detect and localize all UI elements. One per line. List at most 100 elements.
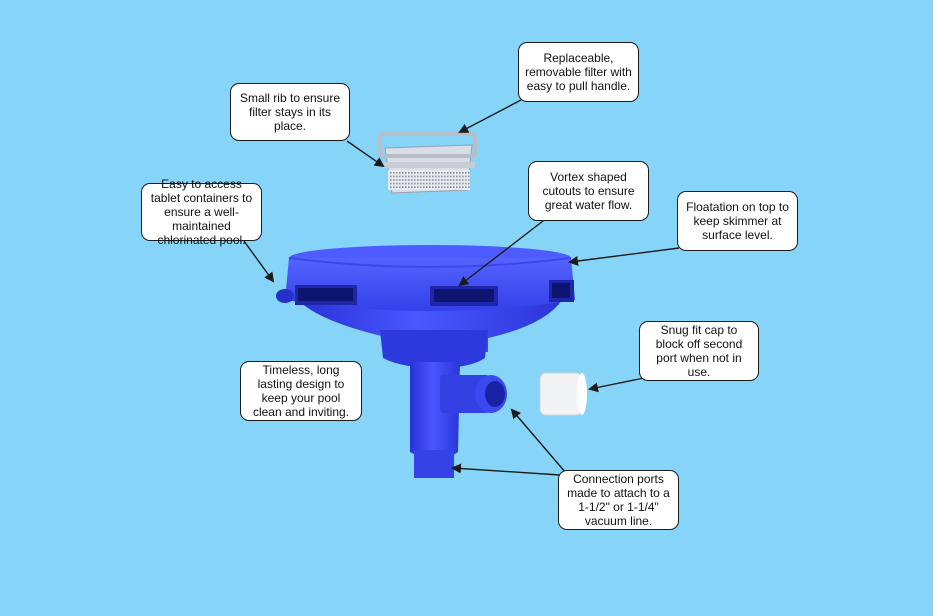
port-cap — [539, 372, 587, 416]
mesh-dot — [450, 175, 452, 178]
mesh-dot — [447, 175, 449, 178]
mesh-dot — [396, 172, 398, 174]
callout-rib-text: Small rib to ensure filter stays in its … — [239, 91, 341, 133]
mesh-dot — [465, 186, 467, 188]
mesh-dot — [405, 175, 407, 178]
mesh-dot — [468, 186, 470, 188]
mesh-dot — [396, 179, 398, 181]
mesh-dot — [408, 172, 410, 174]
mesh-dot — [441, 172, 443, 174]
mesh-dot — [405, 182, 407, 185]
mesh-dot — [468, 175, 470, 178]
callout-ports: Connection ports made to attach to a 1-1… — [558, 470, 679, 530]
filter-mesh — [388, 170, 470, 190]
callout-filter-text: Replaceable, removable filter with easy … — [525, 51, 632, 93]
mesh-dot — [465, 172, 467, 174]
mesh-dot — [423, 175, 425, 178]
mesh-dot — [453, 179, 455, 181]
vortex-cutouts — [295, 280, 574, 306]
mesh-dot — [444, 179, 446, 181]
mesh-dot — [432, 179, 434, 181]
mesh-dot — [459, 186, 461, 188]
mesh-dot — [468, 179, 470, 181]
mesh-dot — [396, 175, 398, 178]
callout-tablet-text: Easy to access tablet containers to ensu… — [150, 177, 253, 247]
arrow-filter — [458, 99, 522, 133]
mesh-dot — [417, 172, 419, 174]
mesh-dot — [393, 182, 395, 185]
mesh-dot — [429, 179, 431, 181]
arrow-floatation — [568, 247, 680, 266]
arrow-vortex — [458, 220, 544, 287]
mesh-dot — [402, 182, 404, 185]
mesh-dot — [405, 186, 407, 188]
callout-filter: Replaceable, removable filter with easy … — [518, 42, 639, 102]
mesh-dot — [402, 186, 404, 188]
mesh-dot — [432, 186, 434, 188]
mesh-dot — [405, 179, 407, 181]
mesh-dot — [456, 175, 458, 178]
mesh-dot — [411, 182, 413, 185]
mesh-dot — [462, 182, 464, 185]
mesh-dot — [462, 175, 464, 178]
mesh-dot — [459, 172, 461, 174]
mesh-dot — [462, 172, 464, 174]
mesh-dot — [462, 186, 464, 188]
mesh-dot — [417, 175, 419, 178]
mesh-dot — [390, 172, 392, 174]
filter-rib — [383, 162, 475, 168]
mesh-dot — [411, 175, 413, 178]
arrow-tablet — [243, 240, 275, 283]
mesh-dot — [444, 182, 446, 185]
callout-tablet: Easy to access tablet containers to ensu… — [141, 177, 262, 247]
mesh-dot — [393, 175, 395, 178]
mesh-dot — [414, 179, 416, 181]
mesh-dot — [429, 186, 431, 188]
mesh-dot — [447, 179, 449, 181]
mesh-dot — [402, 175, 404, 178]
filter-basket — [378, 132, 477, 194]
mesh-dot — [459, 182, 461, 185]
mesh-dot — [456, 186, 458, 188]
mesh-dot — [423, 172, 425, 174]
mesh-dot — [417, 179, 419, 181]
callout-vortex: Vortex shaped cutouts to ensure great wa… — [528, 161, 649, 221]
mesh-dot — [426, 175, 428, 178]
mesh-dot — [435, 186, 437, 188]
callout-arrows — [243, 99, 680, 476]
mesh-dot — [420, 175, 422, 178]
mesh-dot — [423, 186, 425, 188]
mesh-dot — [426, 186, 428, 188]
mesh-dot — [438, 179, 440, 181]
mesh-dot — [468, 182, 470, 185]
mesh-dot — [432, 172, 434, 174]
mesh-dot — [459, 179, 461, 181]
mesh-dot — [408, 186, 410, 188]
mesh-dot — [411, 179, 413, 181]
arrow-ports-2 — [510, 408, 567, 474]
mesh-dot — [414, 175, 416, 178]
mesh-dot — [420, 179, 422, 181]
mesh-dot — [429, 182, 431, 185]
mesh-dot — [438, 182, 440, 185]
arrow-cap — [588, 377, 645, 393]
arrow-rib — [346, 140, 385, 168]
mesh-dot — [450, 179, 452, 181]
callout-rib: Small rib to ensure filter stays in its … — [230, 83, 350, 141]
mesh-dot — [417, 186, 419, 188]
mesh-dot — [462, 179, 464, 181]
mesh-dot — [447, 172, 449, 174]
mesh-dot — [429, 175, 431, 178]
mesh-dot — [450, 172, 452, 174]
mesh-dot — [435, 172, 437, 174]
mesh-dot — [399, 172, 401, 174]
mesh-dot — [414, 172, 416, 174]
mesh-dot — [426, 179, 428, 181]
callout-design-text: Timeless, long lasting design to keep yo… — [252, 363, 350, 419]
mesh-dot — [450, 182, 452, 185]
mesh-dot — [414, 182, 416, 185]
mesh-dot — [435, 182, 437, 185]
mesh-dot — [402, 172, 404, 174]
callout-vortex-text: Vortex shaped cutouts to ensure great wa… — [542, 170, 635, 212]
